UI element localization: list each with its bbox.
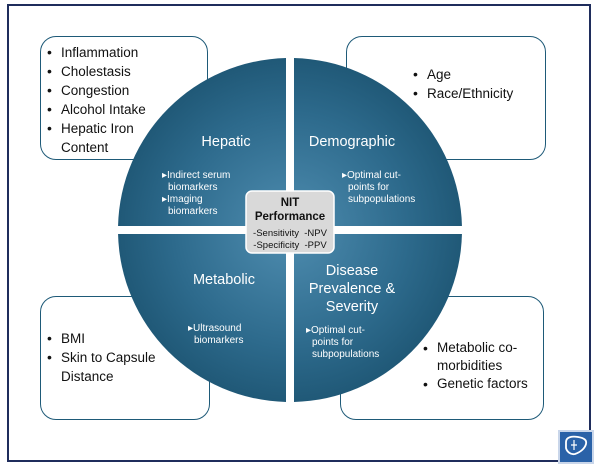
disease-title-line2: Prevalence & bbox=[309, 281, 396, 297]
demographic-item-3: subpopulations bbox=[348, 194, 415, 205]
hepatic-title: Hepatic bbox=[201, 134, 250, 150]
nit-performance-box bbox=[245, 190, 335, 254]
quadrant-hepatic bbox=[118, 58, 286, 226]
metabolic-item-1: ▸Ultrasound bbox=[188, 323, 241, 334]
demographic-item-1: ▸Optimal cut- bbox=[342, 170, 401, 181]
factor-age: Age bbox=[411, 65, 545, 84]
factor-congestion: Congestion bbox=[45, 81, 201, 100]
factor-metabolic-comorbidities: Metabolic co-morbidities bbox=[421, 339, 541, 375]
quadrant-disease-prevalence bbox=[294, 234, 462, 402]
hepatic-item-3: ▸Imaging bbox=[162, 194, 203, 205]
metabolic-item-2: biomarkers bbox=[194, 335, 243, 346]
center-metrics-line1: -Sensitivity -NPV bbox=[253, 228, 328, 239]
disease-item-2: points for bbox=[312, 337, 354, 348]
factor-skin-to-capsule-distance: Skin to Capsule Distance bbox=[45, 348, 181, 386]
hepatic-item-2: biomarkers bbox=[168, 182, 217, 193]
demographic-title: Demographic bbox=[309, 134, 395, 150]
quadrant-demographic bbox=[294, 58, 462, 226]
figure-frame bbox=[7, 4, 591, 462]
factor-inflammation: Inflammation bbox=[45, 43, 201, 62]
factor-alcohol-intake: Alcohol Intake bbox=[45, 100, 201, 119]
hepatic-item-1: ▸Indirect serum bbox=[162, 170, 230, 181]
factor-hepatic-iron-content: Hepatic Iron Content bbox=[45, 119, 157, 157]
hepatic-item-4: biomarkers bbox=[168, 206, 217, 217]
liver-logo-icon bbox=[558, 430, 594, 464]
disease-title-line1: Disease bbox=[326, 263, 378, 279]
factor-genetic-factors: Genetic factors bbox=[421, 375, 539, 393]
factor-race-ethnicity: Race/Ethnicity bbox=[411, 84, 545, 103]
disease-item-1: ▸Optimal cut- bbox=[306, 325, 365, 336]
center-title-line1: NIT bbox=[281, 197, 300, 209]
metabolic-title: Metabolic bbox=[193, 272, 255, 288]
center-title-line2: Performance bbox=[255, 211, 325, 223]
quadrant-metabolic bbox=[118, 234, 286, 402]
factor-cholestasis: Cholestasis bbox=[45, 62, 201, 81]
factor-bmi: BMI bbox=[45, 329, 203, 348]
disease-title-line3: Severity bbox=[326, 299, 379, 315]
center-metrics-line2: -Specificity -PPV bbox=[253, 240, 327, 251]
demographic-item-2: points for bbox=[348, 182, 390, 193]
disease-item-3: subpopulations bbox=[312, 349, 379, 360]
